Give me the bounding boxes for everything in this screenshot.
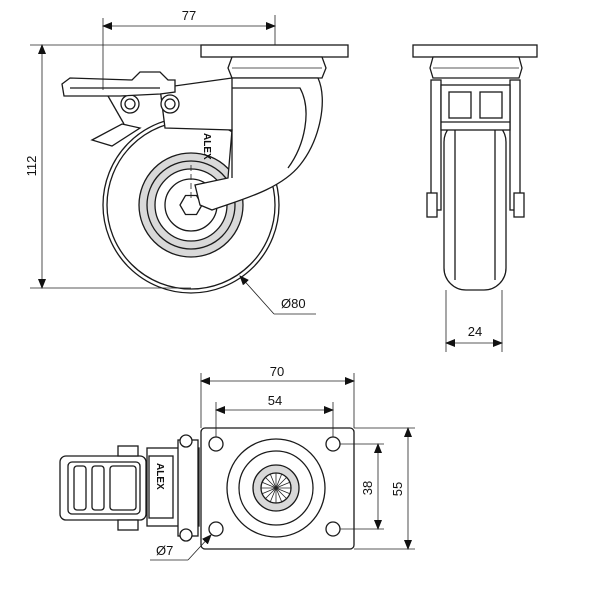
dim-wheel-diameter: Ø80 [281,296,306,311]
axle-nut [179,194,203,216]
front-wheel [443,119,507,291]
bottom-view: ALEX [59,427,355,550]
front-view [412,44,538,291]
dim-wheel-width: 24 [468,324,482,339]
bottom-brand-logo: ALEX [154,463,165,490]
side-brake-lever [61,71,176,97]
dim-top-width: 77 [182,8,196,23]
front-fork-left [430,79,442,211]
side-brand-logo: ALEX [201,133,212,160]
bottom-view-dimensions: 70 54 38 55 Ø7 [150,364,415,561]
side-view-dimensions: 77 112 Ø80 [24,8,316,315]
front-view-dimensions: 24 [445,290,503,352]
side-view: ALEX [61,44,349,294]
dim-plate-width: 70 [270,364,284,379]
center-rivet-icon [261,473,291,503]
front-axle-nut-right [513,192,525,218]
front-axle-nut-left [426,192,438,218]
bolt-hole-icon [208,521,224,537]
rivet-icon [160,94,180,114]
dim-bolt-hole-diameter: Ø7 [156,543,173,558]
bottom-brand-plate [148,455,174,519]
dim-plate-length: 55 [390,482,405,496]
front-fork-right [509,79,521,211]
dim-bolt-spacing-x: 54 [268,393,282,408]
dim-bolt-spacing-y: 38 [360,481,375,495]
side-fork [159,77,323,211]
side-swivel-bearing [227,56,327,79]
front-swivel-bearing [429,56,523,79]
rivet-icon [120,94,140,114]
front-top-plate [412,44,538,58]
dim-height: 112 [24,156,39,177]
side-top-plate [200,44,349,58]
